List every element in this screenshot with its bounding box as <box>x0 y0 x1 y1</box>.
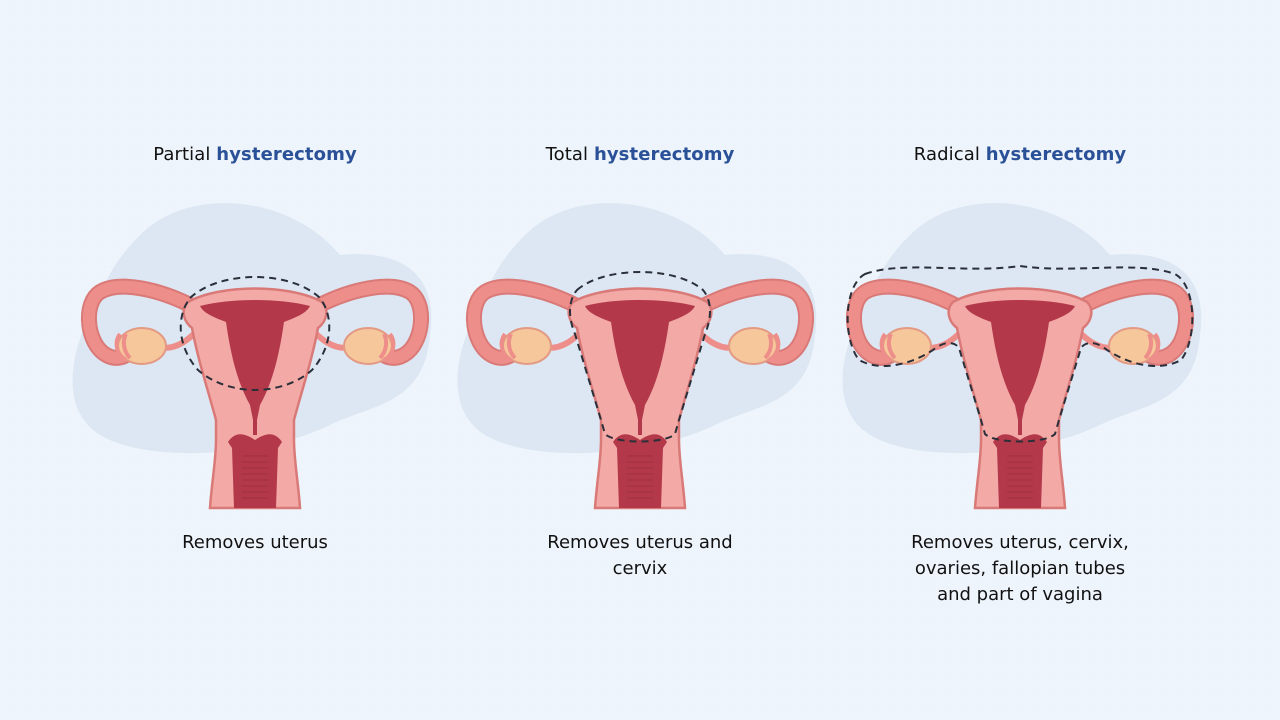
panel-caption: Removes uterus <box>182 532 328 553</box>
panel-caption: Removes uterus, cervix, ovaries, fallopi… <box>911 532 1129 605</box>
panel-radical-hysterectomy: Radical hysterectomy Removes uterus, cer… <box>820 0 1220 720</box>
removal-outline <box>846 264 1194 443</box>
uterus-illustration <box>465 271 815 520</box>
removal-outline <box>179 276 331 392</box>
panel-title: Radical hysterectomy <box>913 144 1127 165</box>
panel-total-hysterectomy: Total hysterectomy Removes uterus and ce… <box>440 0 840 720</box>
panel-partial-hysterectomy: Partial hysterectomy Removes uterus <box>55 0 455 720</box>
uterus-illustration <box>845 264 1205 520</box>
panel-caption: Removes uterus and cervix <box>547 532 733 579</box>
uterus-illustration <box>80 276 430 520</box>
panel-title: Partial hysterectomy <box>153 144 357 165</box>
panel-title: Total hysterectomy <box>545 144 735 165</box>
